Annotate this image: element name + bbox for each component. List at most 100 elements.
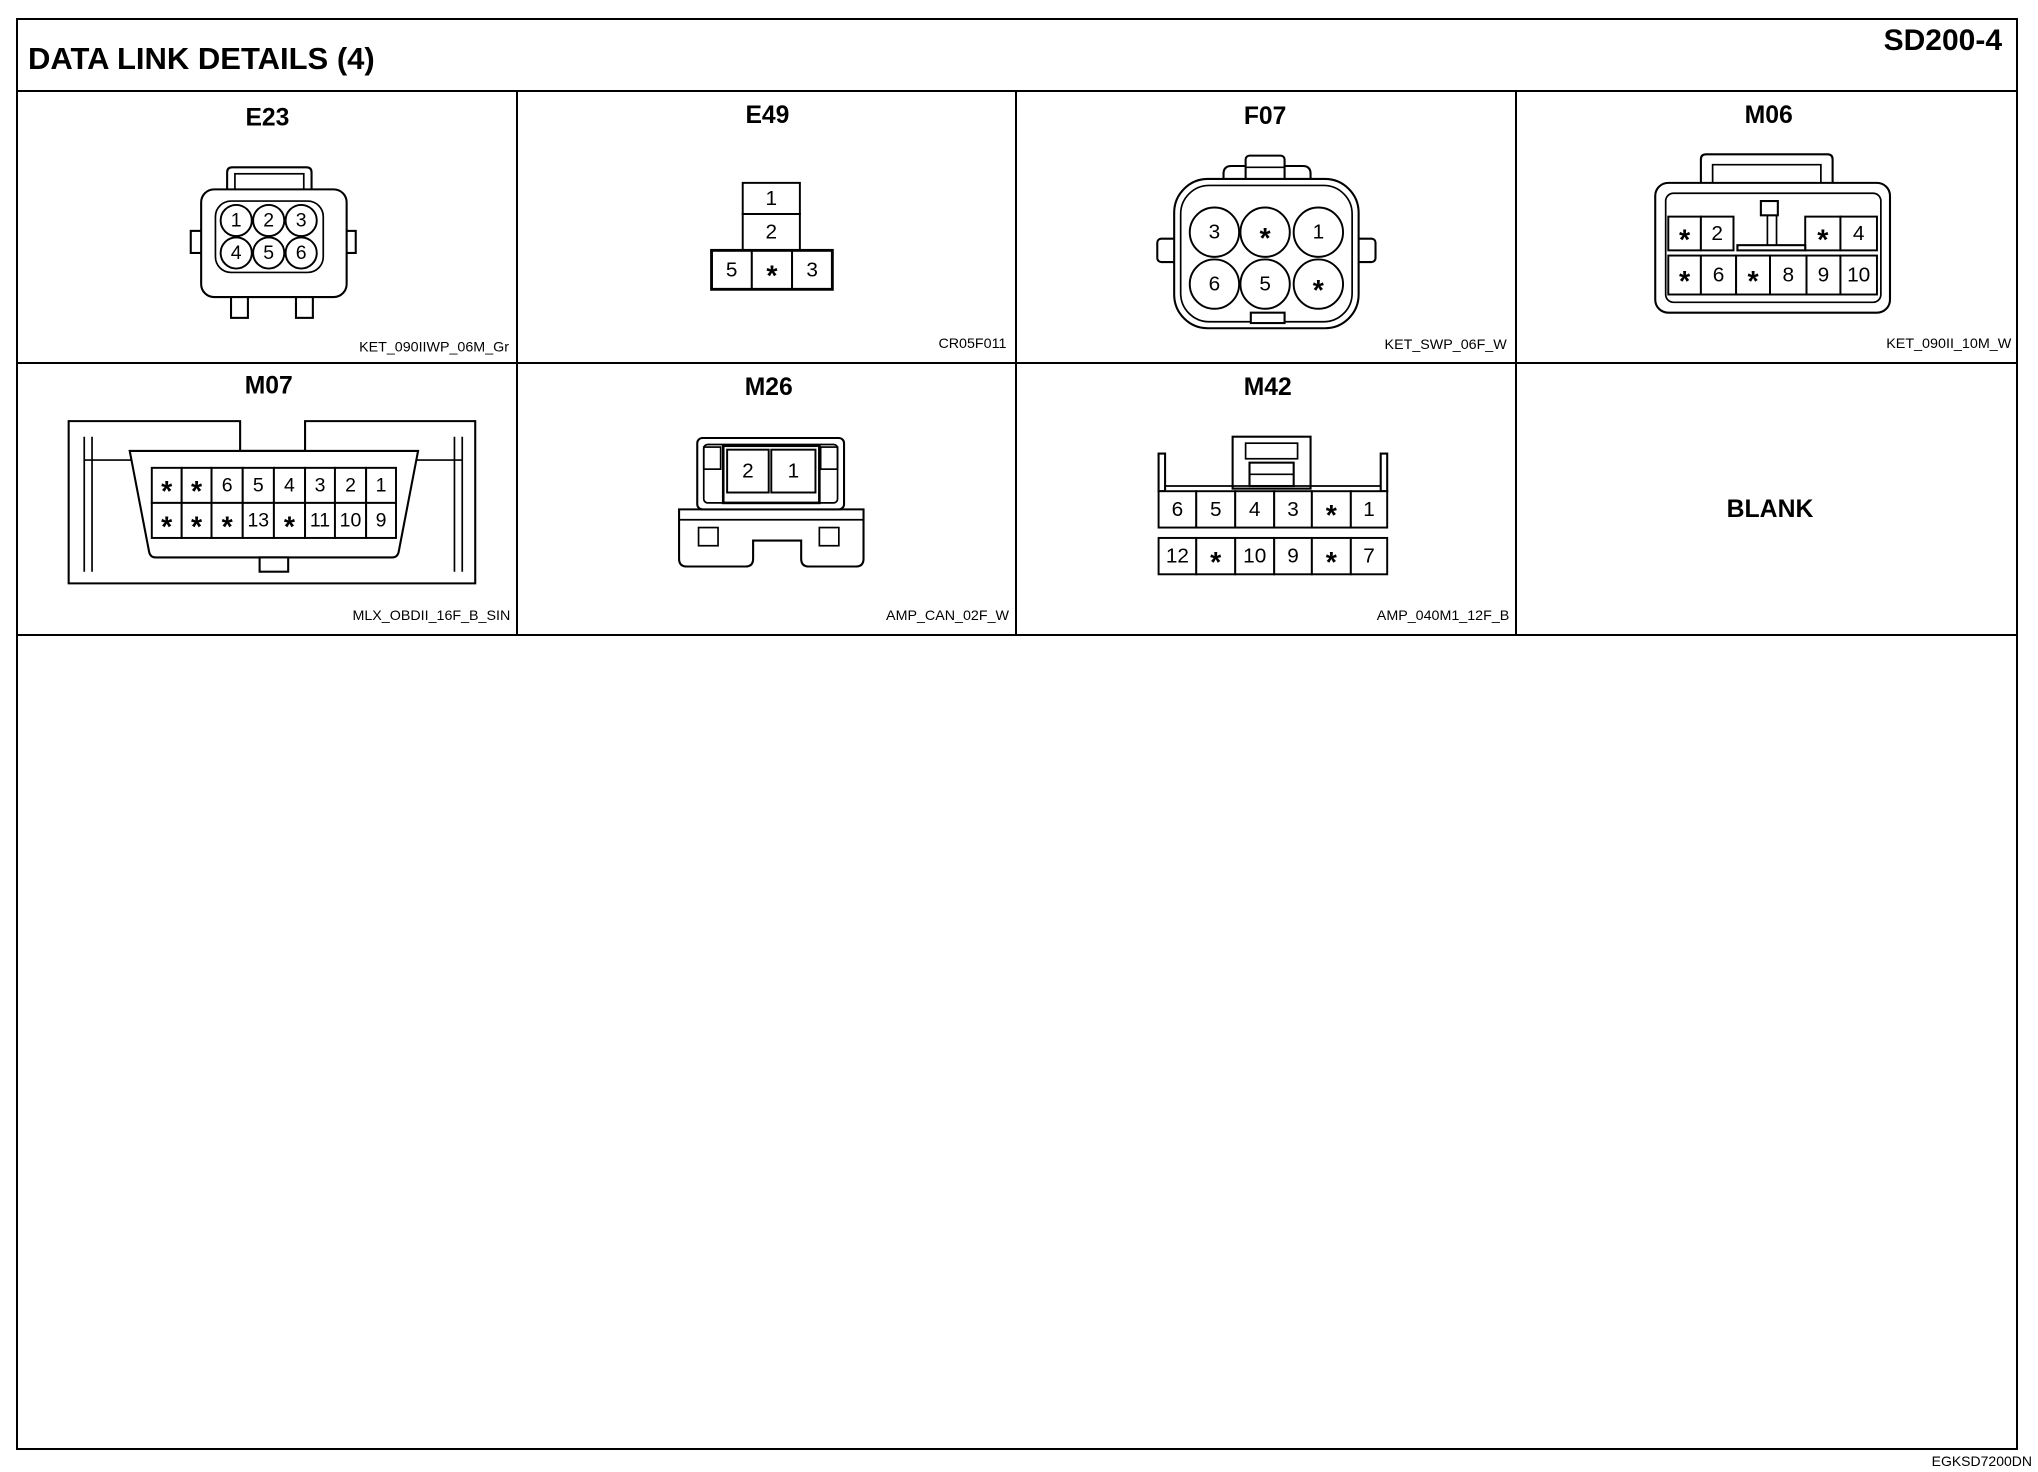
connector-m42-drawing: M42 6 5 [1157, 374, 1509, 624]
pin-number: 5 [253, 474, 264, 496]
part-number: KET_090II_10M_W [1886, 336, 2012, 352]
pin-number: 5 [725, 258, 737, 281]
pin-number: 6 [296, 242, 307, 264]
connector-housing [709, 248, 834, 291]
pin-number: 2 [742, 460, 754, 483]
side-notch [819, 446, 838, 470]
pin-insert [721, 444, 821, 505]
locking-tab [1244, 154, 1286, 183]
base-slot [697, 526, 719, 547]
pin-cavity [1666, 254, 1702, 296]
latch-bar [1735, 244, 1806, 252]
side-post [1379, 452, 1389, 493]
connector-cell-e23: E23 1 2 3 4 5 6 KE [18, 92, 518, 364]
pin-number: * [161, 476, 173, 508]
pin-number: 8 [1782, 264, 1794, 287]
pin-number: * [1679, 266, 1691, 298]
pin-number: 9 [1287, 545, 1299, 568]
pin-number: 1 [1313, 221, 1325, 244]
pin-number: 1 [765, 187, 777, 210]
pin-number: 10 [1243, 545, 1266, 568]
pin-cavity [1805, 254, 1841, 296]
page-frame: DATA LINK DETAILS (4) SD200-4 E23 [16, 18, 2018, 1450]
connector-id: E23 [245, 104, 289, 131]
pin-number: 6 [1172, 498, 1184, 521]
connector-cell-m42: M42 6 5 [1017, 364, 1517, 636]
pin-number: 2 [1711, 222, 1723, 245]
pin-number: * [1326, 500, 1338, 532]
top-shroud-inner [1711, 163, 1822, 183]
pin-number: 6 [222, 474, 233, 496]
pin-number: 1 [1363, 498, 1375, 521]
blank-label: BLANK [1726, 496, 1813, 523]
pin-cavity [1273, 490, 1313, 529]
pin-cavity [252, 236, 286, 270]
pin-cavity [1292, 206, 1345, 258]
pin-number: * [222, 511, 234, 543]
pin-cavity [1768, 254, 1808, 296]
pin-cavity [365, 466, 397, 504]
pin-cavity [1239, 206, 1291, 258]
part-number: AMP_040M1_12F_B [1377, 608, 1509, 624]
pin-cavity [725, 448, 770, 494]
connector-cell-m26: M26 2 1 AMP_CAN_02F_W [517, 364, 1017, 636]
part-number: CR05F011 [938, 336, 1006, 352]
connector-e23-drawing: E23 1 2 3 4 5 6 KE [189, 104, 509, 356]
bottom-tab [258, 556, 290, 573]
pin-cavity [365, 501, 397, 539]
connector-id: F07 [1244, 103, 1287, 130]
part-number: AMP_CAN_02F_W [886, 608, 1009, 624]
connector-m26-drawing: M26 2 1 AMP_CAN_02F_W [677, 374, 1009, 624]
pin-cavity [741, 181, 801, 215]
pin-number: 1 [231, 210, 242, 232]
pin-number: 6 [1712, 264, 1724, 287]
pin-cavity [1234, 536, 1276, 576]
connector-id: M06 [1744, 102, 1792, 129]
pin-cavity [769, 448, 816, 494]
pin-cavity [241, 501, 275, 539]
pin-number: 9 [376, 509, 387, 531]
pin-cavity [219, 236, 253, 270]
housing-inner-outline [1664, 192, 1882, 304]
latch-head [1759, 200, 1779, 217]
pin-number: * [1313, 275, 1325, 307]
pin-number: 4 [1852, 222, 1864, 245]
base-slot [818, 526, 840, 547]
pin-number: 3 [1209, 221, 1221, 244]
page-code: SD200-4 [1883, 24, 2002, 57]
document-code: EGKSD7200DN [1931, 1453, 2032, 1469]
pin-number: 11 [310, 509, 330, 531]
pin-number: 2 [345, 474, 356, 496]
connector-id: M26 [744, 374, 792, 401]
pin-number: * [1747, 266, 1759, 298]
pin-cavity [1239, 258, 1291, 310]
connector-id: E49 [745, 102, 789, 129]
pin-cavity [284, 203, 318, 238]
side-notch [702, 446, 721, 470]
top-shroud [1699, 153, 1834, 190]
pin-number: 2 [263, 210, 274, 232]
page-title: DATA LINK DETAILS (4) [28, 41, 375, 76]
pin-cavity [150, 501, 183, 539]
pin-cavity [1734, 254, 1771, 296]
pin-cavity [1195, 536, 1237, 576]
pin-number: * [191, 511, 203, 543]
pin-cavity [1838, 254, 1878, 296]
bottom-tab [1249, 311, 1286, 325]
pin-cavity [284, 236, 318, 270]
connector-cell-e49: E49 1 2 5 * 3 CR05F011 [517, 92, 1017, 364]
pin-number: * [1326, 547, 1338, 579]
pin-number: * [766, 261, 778, 293]
title-bar: DATA LINK DETAILS (4) SD200-4 [18, 20, 2016, 92]
pin-cavity [219, 203, 253, 238]
pin-number: * [284, 511, 296, 543]
pin-number: 3 [806, 258, 818, 281]
pin-cavity [252, 203, 286, 238]
connector-m06-drawing: M06 * 2 * [1653, 102, 2012, 352]
pin-number: * [1679, 224, 1691, 256]
pin-number: 1 [787, 460, 799, 483]
connector-e49-drawing: E49 1 2 5 * 3 CR05F011 [709, 102, 1006, 352]
pin-number: 5 [1259, 273, 1271, 296]
connector-f07-drawing: F07 3 * 1 6 5 * KE [1156, 103, 1507, 353]
pin-number: 12 [1166, 545, 1189, 568]
